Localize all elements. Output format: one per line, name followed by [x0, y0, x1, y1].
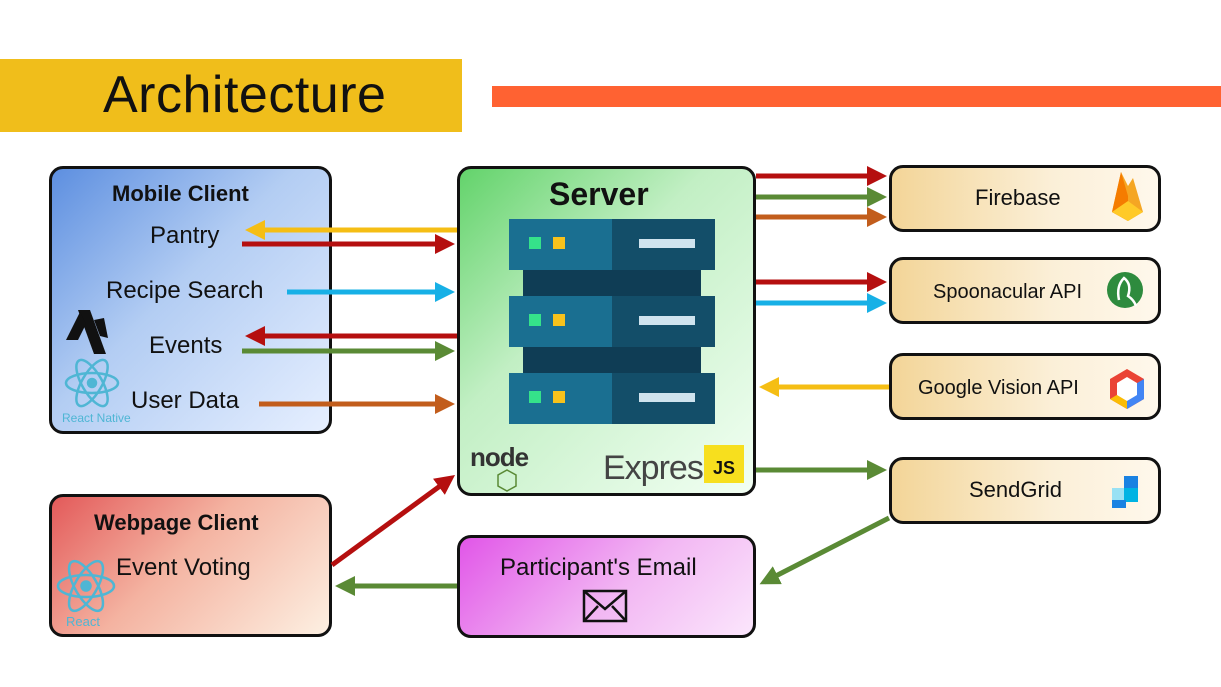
arrow-webpage-to-server [330, 475, 456, 568]
spoonacular-box [889, 257, 1161, 324]
firebase-label: Firebase [975, 185, 1061, 210]
header-accent-bar [492, 86, 1221, 107]
server-rack-icon [509, 219, 715, 424]
mobile-item-events: Events [149, 332, 223, 359]
sendgrid-box [889, 457, 1161, 524]
page-title: Architecture [103, 66, 387, 124]
mobile-client-box [49, 166, 332, 434]
mobile-client-heading: Mobile Client [112, 181, 249, 206]
google-vision-icon [1110, 369, 1144, 409]
mobile-item-user-data: User Data [131, 387, 240, 414]
react-native-caption: React Native [62, 411, 131, 425]
server-heading: Server [549, 176, 649, 212]
mobile-item-pantry: Pantry [150, 222, 220, 249]
sendgrid-label: SendGrid [969, 477, 1062, 502]
react-caption: React [66, 614, 100, 629]
participant-email-label: Participant's Email [500, 554, 697, 581]
webpage-client-heading: Webpage Client [94, 510, 259, 535]
node-js-hex-icon [497, 469, 517, 492]
amplify-logo-icon [66, 310, 108, 354]
node-logo-text: node [470, 442, 529, 472]
js-badge: JS [704, 445, 744, 483]
react-native-logo-icon [64, 358, 120, 408]
react-logo-icon [56, 559, 116, 613]
google-vision-label: Google Vision API [918, 377, 1079, 399]
arrow-sendgrid-to-email [759, 515, 891, 585]
firebase-icon [1112, 172, 1143, 221]
spoonacular-label: Spoonacular API [933, 281, 1082, 303]
express-logo-text: Express [603, 449, 720, 487]
webpage-item-event-voting: Event Voting [116, 554, 251, 581]
webpage-client-box [49, 494, 332, 637]
title-band [0, 59, 462, 132]
sendgrid-icon [1112, 476, 1138, 508]
mobile-item-recipe-search: Recipe Search [106, 277, 264, 304]
envelope-icon [582, 589, 628, 623]
spoonacular-icon [1107, 272, 1143, 308]
